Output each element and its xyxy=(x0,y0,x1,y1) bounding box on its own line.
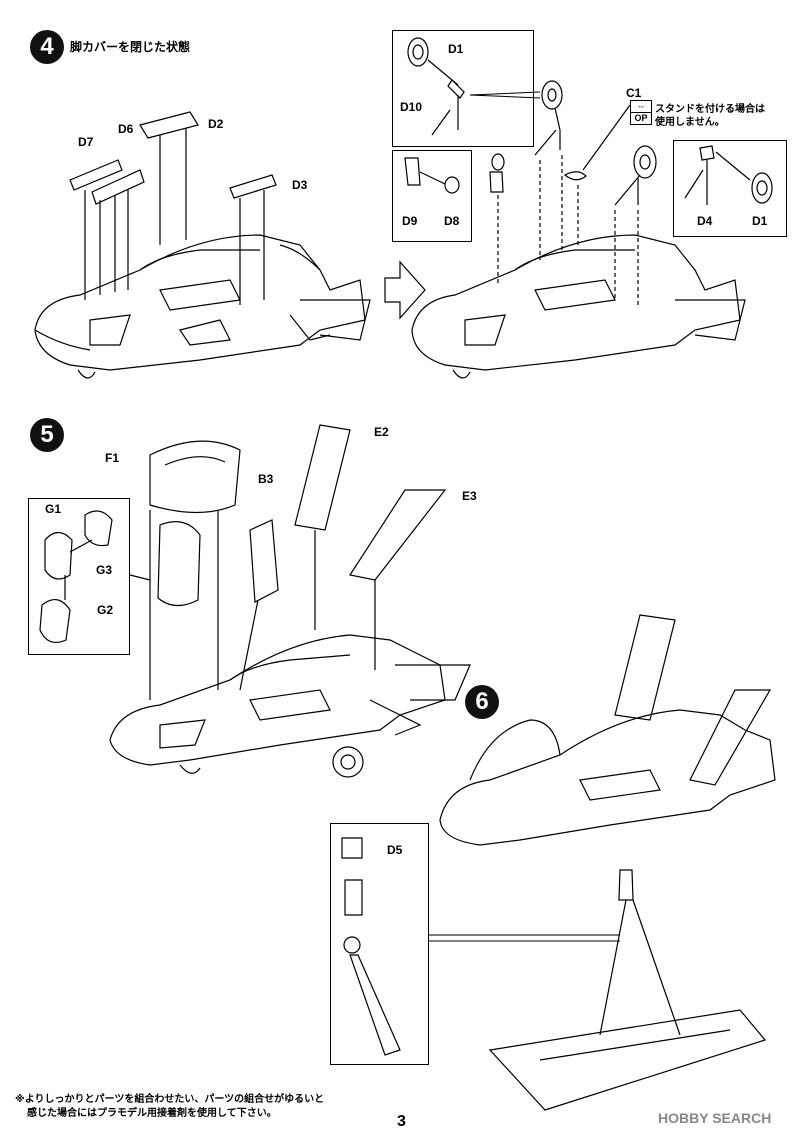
page-number: 3 xyxy=(397,1113,406,1130)
part-label-d7: D7 xyxy=(78,135,94,149)
watermark: HOBBY SEARCH xyxy=(658,1110,772,1126)
op-badge-text: OP xyxy=(634,113,648,123)
step6-badge: 6 xyxy=(465,685,499,719)
d9-d8-detail xyxy=(404,157,460,194)
part-label-e2: E2 xyxy=(374,425,389,439)
g-parts-detail xyxy=(39,510,151,643)
part-label-d9: D9 xyxy=(402,214,418,228)
op-badge-icon: ⇔ xyxy=(631,101,651,113)
d1-d10-detail xyxy=(407,37,465,136)
g-parts-box xyxy=(28,498,130,655)
part-label-d6: D6 xyxy=(118,122,134,136)
step4-parts xyxy=(69,111,277,305)
part-label-e3: E3 xyxy=(462,489,477,503)
part-label-f1: F1 xyxy=(105,451,120,465)
footer-note-line1: ※よりしっかりとパーツを組合わせたい、パーツの組合せがゆるいと xyxy=(15,1094,325,1105)
part-label-d10: D10 xyxy=(400,100,423,114)
d1-d10-box xyxy=(392,30,534,147)
part-label-c1: C1 xyxy=(626,86,642,100)
part-label-d5: D5 xyxy=(387,843,403,857)
part-label-g2: G2 xyxy=(97,603,114,617)
part-label-g1: G1 xyxy=(45,502,62,516)
guide-lines xyxy=(497,155,639,305)
step5-badge: 5 xyxy=(30,418,64,452)
d1-d10-assembled xyxy=(469,80,563,156)
step6-aircraft xyxy=(439,614,776,846)
c1-part xyxy=(563,104,631,181)
part-label-d4: D4 xyxy=(697,214,713,228)
d4-d1-box xyxy=(673,140,787,237)
d5-box xyxy=(330,823,429,1065)
transition-arrow xyxy=(384,260,426,320)
op-badge: ⇔ OP xyxy=(630,100,652,125)
step5-parts xyxy=(149,424,447,700)
part-label-d3: D3 xyxy=(292,178,308,192)
d9-d8-assembled xyxy=(489,153,505,193)
step4-title: 脚カバーを閉じた状態 xyxy=(70,40,191,54)
step4-badge: 4 xyxy=(30,30,64,64)
stand xyxy=(488,869,767,1111)
part-label-g3: G3 xyxy=(96,563,113,577)
part-label-d8: D8 xyxy=(444,214,460,228)
step4-aircraft-body-right xyxy=(411,234,746,379)
part-label-d2: D2 xyxy=(208,117,224,131)
op-note-line2: 使用しません。 xyxy=(655,117,725,128)
part-label-d1-right: D1 xyxy=(752,214,768,228)
d9-d8-box xyxy=(392,150,472,242)
part-label-b3: B3 xyxy=(258,472,274,486)
op-note-line1: スタンドを付ける場合は xyxy=(655,104,765,115)
d5-detail xyxy=(341,837,401,1056)
d4-d1-detail xyxy=(614,145,773,206)
footer-note-line2: 感じた場合にはプラモデル用接着剤を使用して下さい。 xyxy=(27,1108,277,1119)
step5-aircraft xyxy=(109,634,471,778)
part-label-d1: D1 xyxy=(448,42,464,56)
